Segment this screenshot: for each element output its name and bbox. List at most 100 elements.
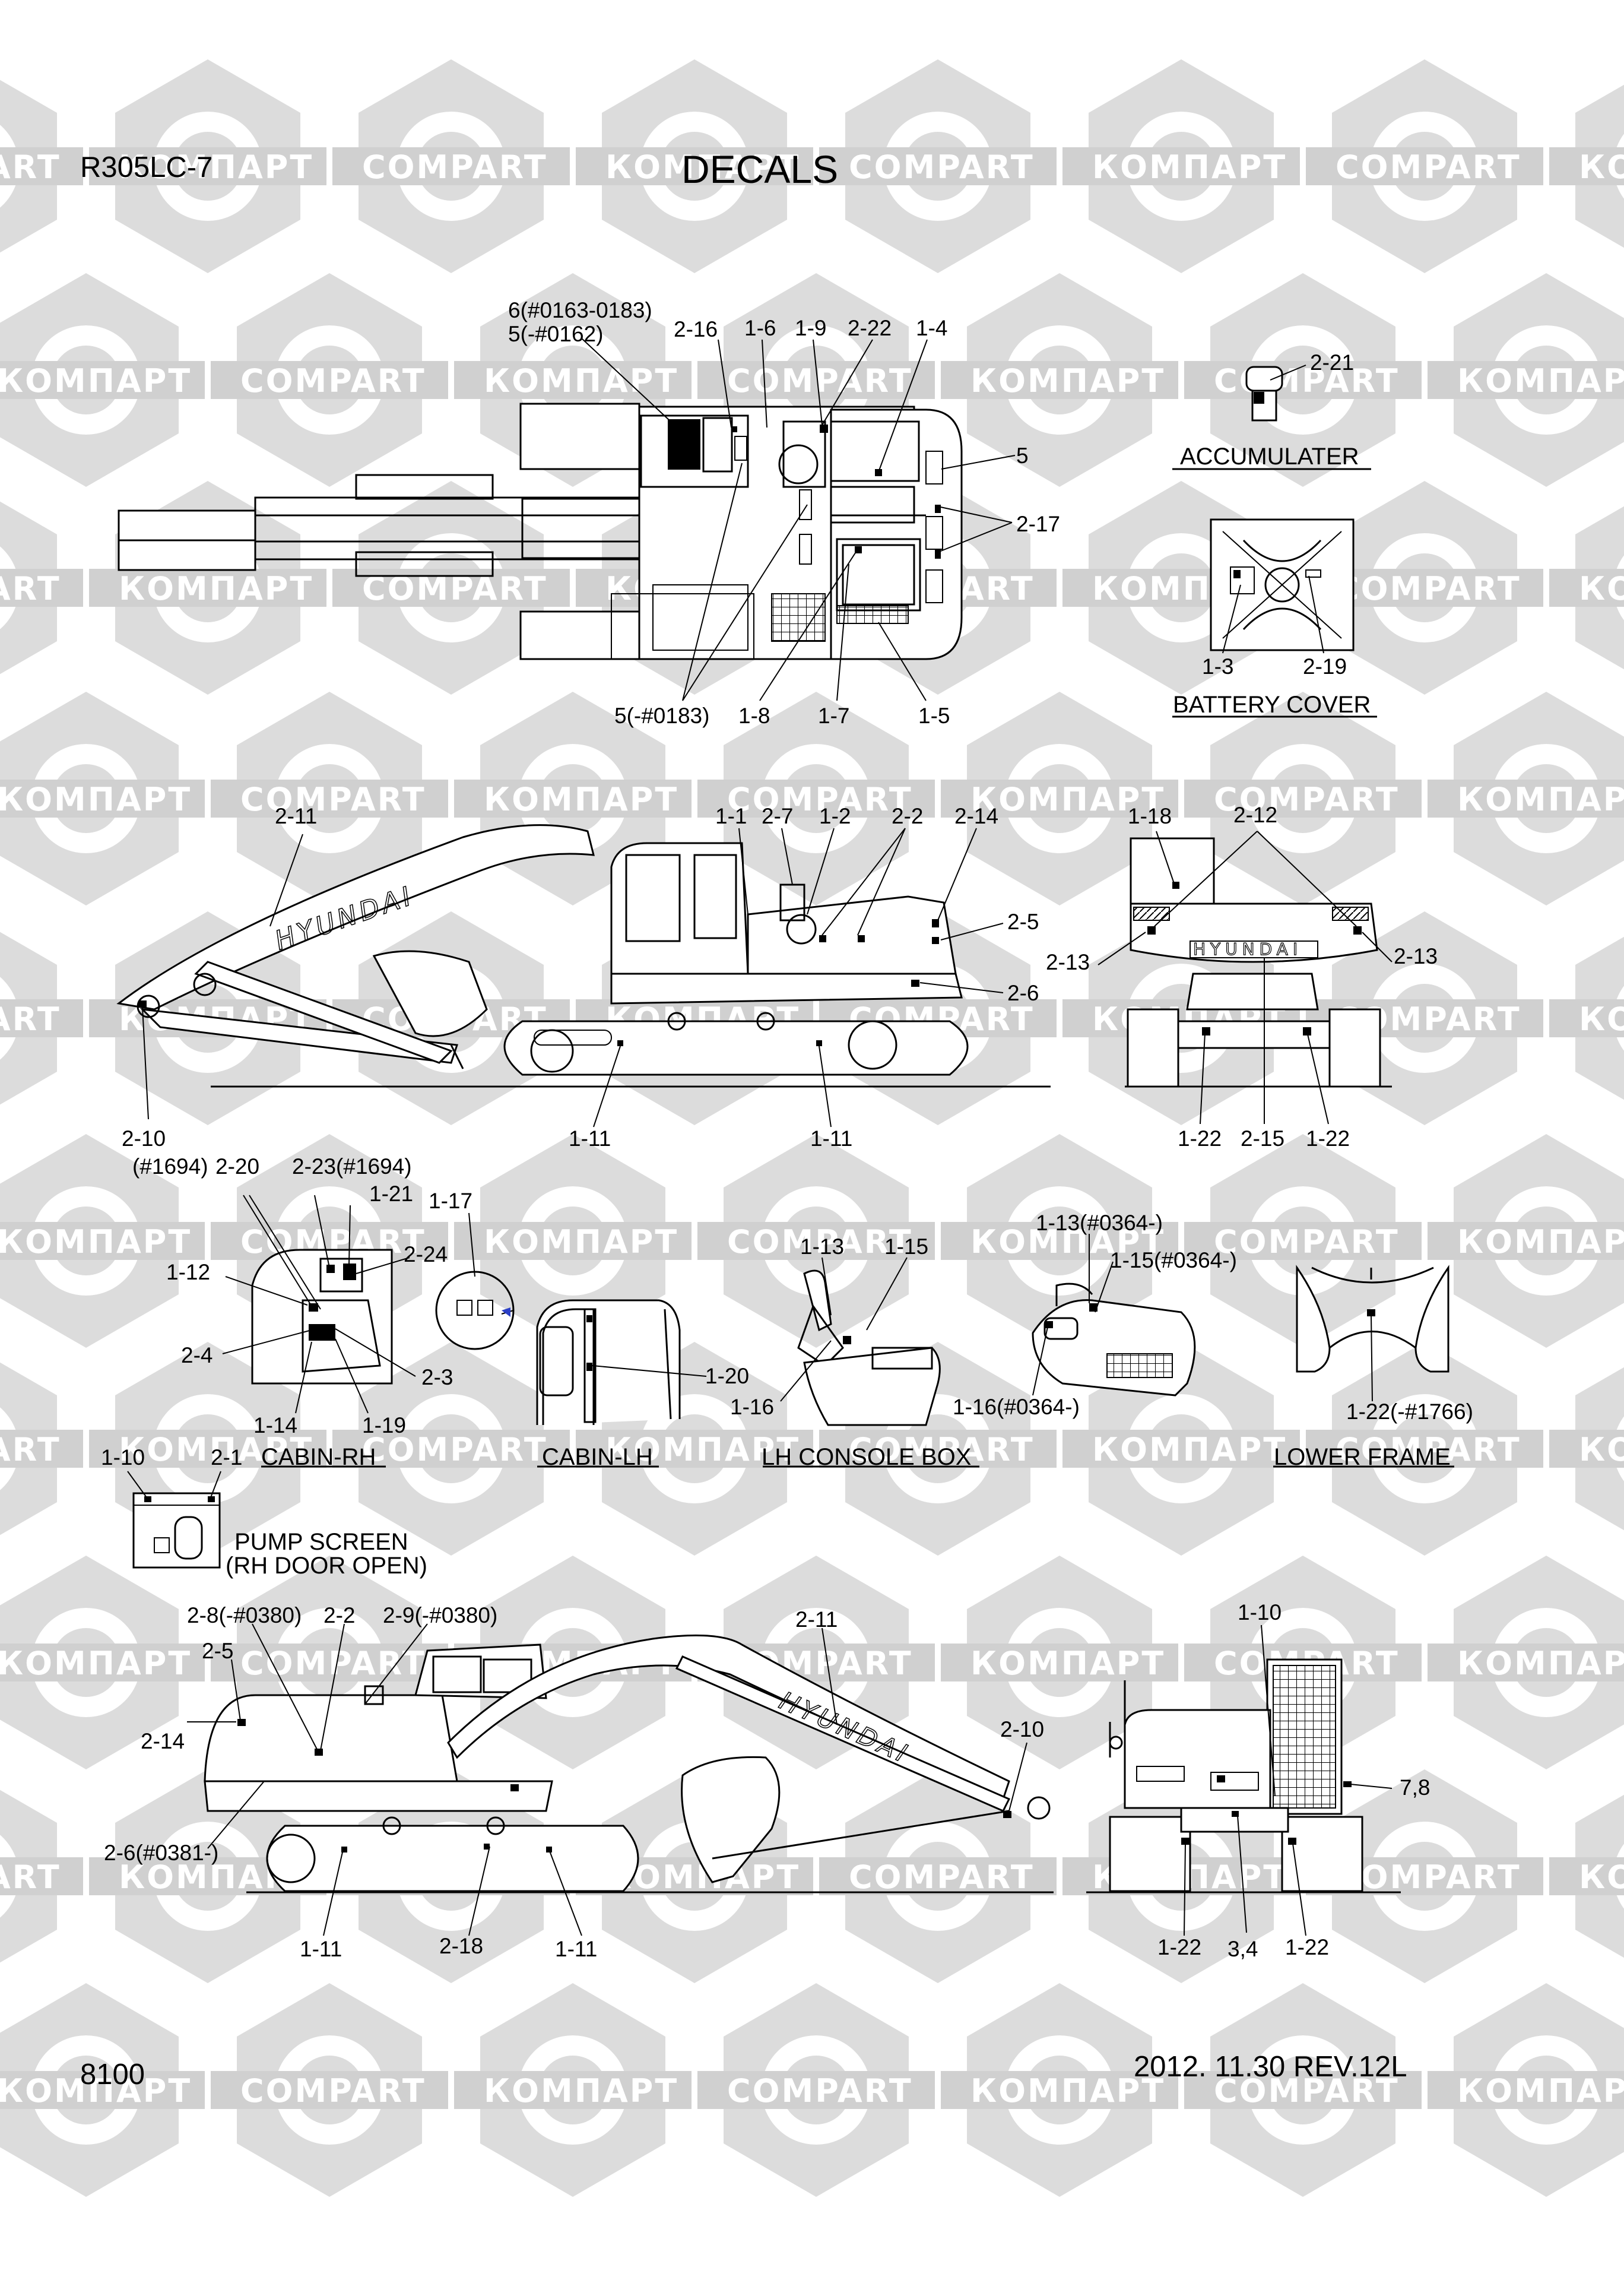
label: 2-19: [1303, 654, 1347, 679]
label: 1-2: [819, 804, 851, 828]
label: 2-13: [1046, 950, 1090, 974]
watermark-text: КОМПАРТ: [119, 1431, 313, 1468]
watermark-text: COMPART: [0, 1858, 61, 1896]
watermark-text: COMPART: [1214, 781, 1400, 818]
label: 7,8: [1400, 1775, 1430, 1800]
watermark-text: КОМПАРТ: [484, 1223, 678, 1261]
label: 1-1: [715, 804, 747, 828]
lh-console-box-leaders: [780, 1234, 1114, 1402]
top-view-drawing: [118, 403, 963, 660]
label: 2-14: [141, 1729, 185, 1753]
watermark-text: КОМПАРТ: [970, 781, 1165, 818]
label: 1-10: [1238, 1600, 1282, 1624]
model-code: R305LC-7: [80, 151, 212, 183]
label: 2-5: [1007, 910, 1039, 934]
lh-console-box-labels: 1-13 1-15 1-16 1-13(#0364-) 1-15(#0364-)…: [730, 1211, 1237, 1419]
label: 1-16(#0364-): [953, 1395, 1080, 1419]
watermark-text: COMPART: [0, 1431, 61, 1468]
label: 1-5: [918, 704, 950, 728]
label: 2-14: [954, 804, 998, 828]
page-number: 8100: [80, 2059, 145, 2091]
label: 1-4: [916, 316, 947, 340]
label: 1-15(#0364-): [1110, 1248, 1237, 1272]
label: 2-22: [848, 316, 892, 340]
label: 1-11: [569, 1126, 611, 1151]
watermark-text: КОМПАРТ: [605, 1431, 800, 1468]
watermark-text: COMPART: [727, 362, 913, 400]
watermark-background: COMPART КОМПАРТ COMPART КОМПАРТ COMPART КОМПА…: [0, 59, 1624, 2197]
label: 2-6(#0381-): [104, 1841, 218, 1865]
label: 2-6: [1007, 981, 1039, 1005]
watermark-text: COMPART: [849, 1858, 1035, 1896]
watermark-text: КОМПАРТ: [1579, 1858, 1624, 1896]
side-view-lh-leaders: [142, 828, 1004, 1128]
label: 6(#0163-0183): [508, 298, 652, 322]
watermark-text: COMPART: [1336, 1858, 1521, 1896]
label: 1-22: [1157, 1935, 1201, 1959]
watermark-text: COMPART: [362, 148, 548, 186]
label: 2-13: [1394, 944, 1438, 968]
watermark-text: КОМПАРТ: [1579, 1000, 1624, 1038]
watermark-text: COMPART: [727, 1223, 913, 1261]
watermark-text: COMPART: [240, 781, 426, 818]
watermark-text: КОМПАРТ: [484, 781, 678, 818]
label: 2-24: [404, 1242, 448, 1266]
lower-frame-drawing: [1273, 1265, 1454, 1468]
top-view-leaders: [581, 338, 1016, 701]
page-title: DECALS: [681, 147, 838, 191]
label: 2-15: [1241, 1126, 1284, 1151]
label: 1-19: [362, 1413, 406, 1437]
watermark-text: КОМПАРТ: [0, 2072, 192, 2110]
label: 3,4: [1227, 1937, 1258, 1961]
label: 2-18: [439, 1934, 483, 1958]
accumulator-drawing: [1172, 365, 1371, 470]
label: 1-6: [744, 316, 776, 340]
label: 2-1: [211, 1445, 242, 1470]
label: 2-10: [1000, 1717, 1044, 1741]
front-view-labels: 1-10 7,8 1-22 3,4 1-22: [1157, 1600, 1430, 1961]
label: 1-3: [1202, 654, 1233, 679]
label: 1-22: [1306, 1126, 1350, 1151]
label: 2-21: [1310, 350, 1354, 375]
watermark-text: КОМПАРТ: [0, 362, 192, 400]
watermark-text: КОМПАРТ: [970, 362, 1165, 400]
watermark-text: КОМПАРТ: [0, 1645, 192, 1682]
label: 1-22(-#1766): [1346, 1399, 1473, 1424]
watermark-text: КОМПАРТ: [119, 570, 313, 607]
label: 2-8(-#0380): [187, 1603, 302, 1627]
cabin-rh-leaders: [222, 1195, 475, 1414]
cabin-rh-caption: CABIN-RH: [261, 1444, 376, 1470]
accumulator-caption: ACCUMULATER: [1180, 444, 1359, 470]
label: (#1694): [132, 1154, 208, 1179]
watermark-text: КОМПАРТ: [0, 781, 192, 818]
pump-screen-drawing: [127, 1471, 221, 1569]
side-view-lh-labels: 2-11 1-1 2-7 1-2 2-2 2-14 2-5 2-6 2-10 1…: [122, 804, 1039, 1151]
label: 1-16: [730, 1395, 774, 1419]
label: 2-17: [1016, 512, 1060, 536]
revision-date: 2012. 11.30 REV.12L: [1134, 2051, 1407, 2083]
watermark-text: COMPART: [0, 148, 61, 186]
rear-brand-logo: HYUNDAI: [1193, 939, 1302, 959]
top-view-labels: 6(#0163-0183) 5(-#0162) 2-16 1-6 1-9 2-2…: [508, 298, 1060, 728]
watermark-text: COMPART: [362, 1431, 548, 1468]
side-view-rh-leaders: [187, 1623, 1027, 1936]
watermark-text: КОМПАРТ: [970, 1223, 1165, 1261]
rear-view-drawing: [1125, 837, 1392, 1088]
lower-frame-caption: LOWER FRAME: [1274, 1444, 1451, 1470]
label: 2-11: [795, 1607, 838, 1632]
watermark-text: COMPART: [727, 2072, 913, 2110]
label: 1-11: [300, 1937, 342, 1961]
watermark-text: КОМПАРТ: [605, 148, 800, 186]
label: 1-9: [795, 316, 826, 340]
watermark-text: КОМПАРТ: [1579, 1431, 1624, 1468]
watermark-text: КОМПАРТ: [0, 1223, 192, 1261]
side-view-rh-labels: 2-8(-#0380) 2-2 2-9(-#0380) 2-11 2-5 2-1…: [104, 1603, 1044, 1961]
front-view-leaders: [1184, 1624, 1393, 1936]
label: 2-23(#1694): [292, 1154, 412, 1179]
watermark-text: COMPART: [1214, 362, 1400, 400]
front-view-drawing: [1086, 1658, 1401, 1893]
side-view-lh-drawing: [116, 824, 1051, 1088]
label: 2-11: [275, 804, 317, 828]
watermark-text: COMPART: [1214, 2072, 1400, 2110]
